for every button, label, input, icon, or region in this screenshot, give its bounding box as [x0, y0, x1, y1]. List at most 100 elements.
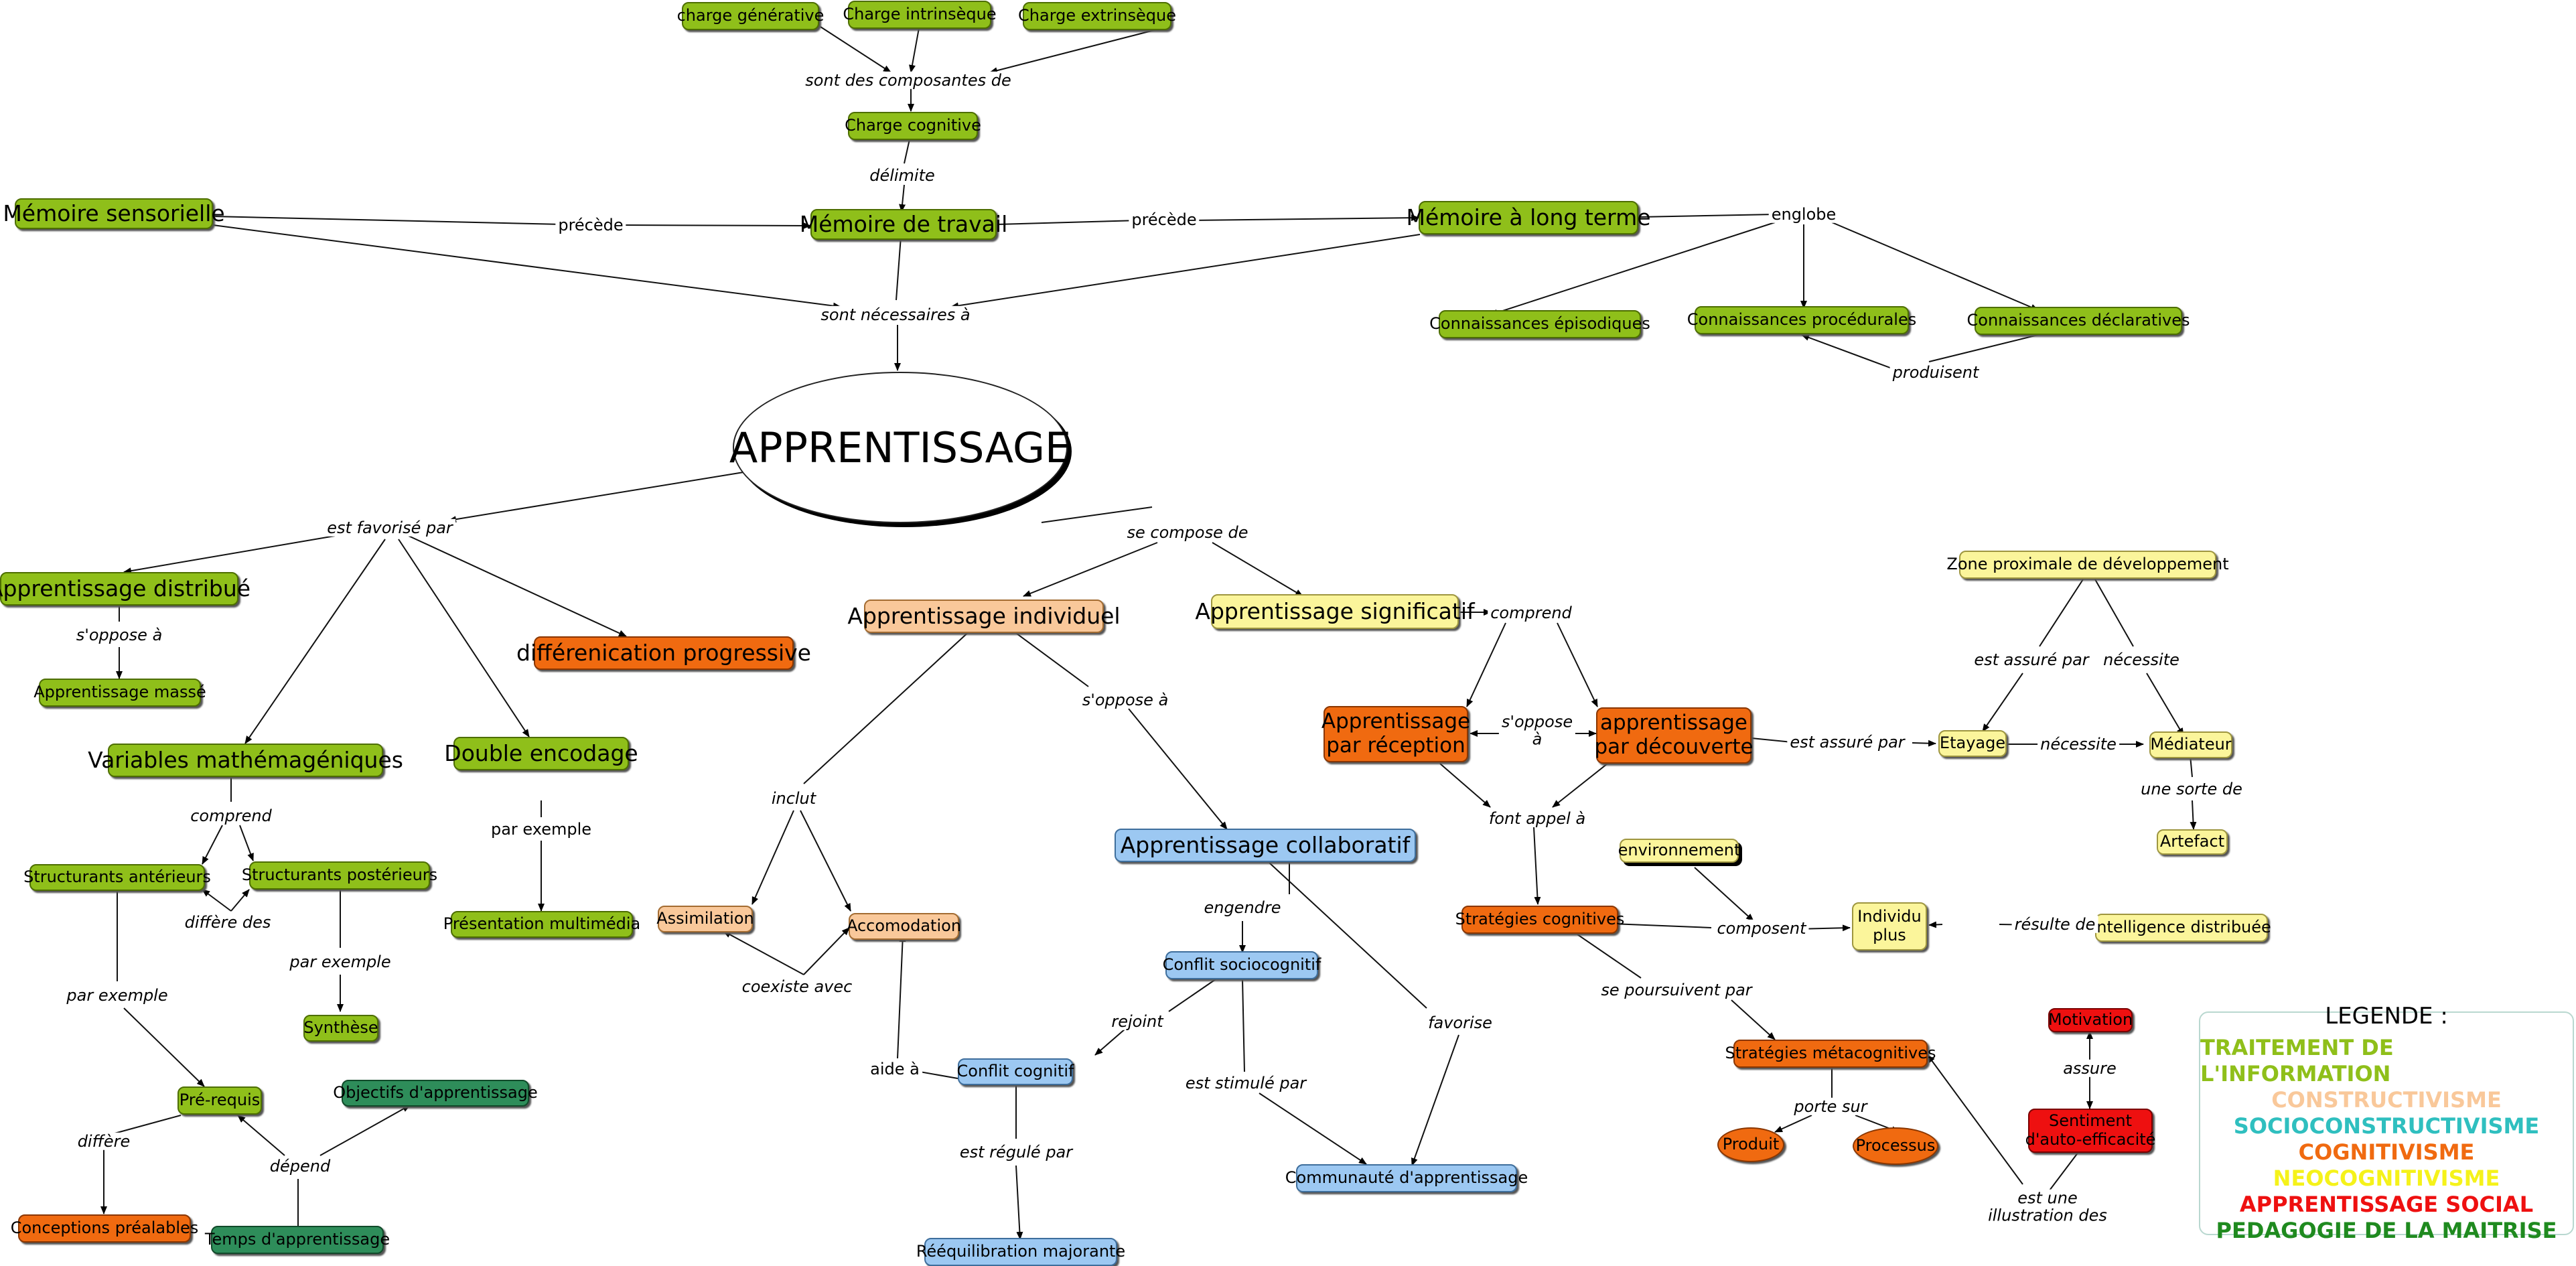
node-memoire-long-terme[interactable]: Mémoire à long terme [1407, 201, 1651, 234]
edge [244, 539, 386, 744]
node-apprentissage-individuel[interactable]: Apprentissage individuel [847, 600, 1121, 633]
node-charge-extrinseque[interactable]: Charge extrinsèque [1018, 2, 1176, 30]
node-apprentissage-significatif[interactable]: Apprentissage significatif [1195, 594, 1475, 629]
node-presentation-multimedia[interactable]: Présentation multimédia [443, 911, 640, 938]
node-variables-mathemageniques[interactable]: Variables mathémagéniques [88, 744, 403, 777]
node-differenciation-progressive[interactable]: différenication progressive [516, 636, 811, 670]
node-apprentissage-distribue[interactable]: Apprentissage distribué [0, 572, 251, 606]
node-charge-cognitive[interactable]: Charge cognitive [845, 112, 981, 140]
node-apprentissage[interactable]: APPRENTISSAGE [729, 372, 1071, 523]
edge [1466, 622, 1506, 707]
node-charge-generative[interactable]: charge générative [677, 2, 824, 30]
edge [2190, 800, 2197, 830]
node-etayage[interactable]: Etayage [1938, 730, 2007, 757]
link-label: délimite [867, 166, 938, 184]
edge [2039, 579, 2084, 647]
edge [803, 629, 972, 784]
edge [212, 224, 841, 309]
node-apprentissage-decouverte[interactable]: apprentissage par découverte [1594, 707, 1754, 764]
node-apprentissage-masse[interactable]: Apprentissage massé [33, 679, 206, 707]
edge [1694, 867, 1754, 922]
node-objectifs-apprentissage[interactable]: Objectifs d'apprentissage [333, 1080, 538, 1107]
edge [408, 535, 627, 637]
node-conflit-cognitif[interactable]: Conflit cognitif [957, 1058, 1074, 1085]
edge [803, 927, 850, 975]
link-label: se compose de [1124, 523, 1251, 541]
edge [1011, 629, 1089, 687]
node-temps-apprentissage[interactable]: Temps d'apprentissage [205, 1226, 390, 1254]
link-label: résulte de [2011, 915, 2098, 933]
edge [202, 825, 223, 865]
link-label: comprend [1488, 604, 1575, 622]
edge [1831, 222, 2039, 311]
link-label: composent [1714, 919, 1809, 937]
node-apprentissage-reception[interactable]: Apprentissage par réception [1321, 706, 1470, 762]
node-mediateur[interactable]: Médiateur [2149, 731, 2232, 758]
edge [996, 220, 1139, 225]
edge [723, 930, 804, 975]
link-label: par exemple [488, 820, 595, 838]
node-structurants-posterieurs[interactable]: Structurants postérieurs [242, 861, 437, 890]
legend-item: SOCIOCONSTRUCTIVISME [2233, 1113, 2540, 1139]
link-label: est une illustration des [1985, 1189, 2110, 1225]
node-strategies-metacognitives[interactable]: Stratégies métacognitives [1725, 1040, 1936, 1068]
node-assimilation[interactable]: Assimilation [656, 906, 754, 932]
node-reequilibration-majorante[interactable]: Rééquilibration majorante [916, 1238, 1125, 1266]
node-motivation[interactable]: Motivation [2048, 1008, 2133, 1032]
node-conflit-sociocognitif[interactable]: Conflit sociocognitif [1163, 951, 1321, 979]
link-label: diffère [74, 1132, 133, 1150]
node-connaissances-declaratives[interactable]: Connaissances déclaratives [1967, 307, 2190, 335]
edge [1801, 334, 1896, 370]
legend-item: APPRENTISSAGE SOCIAL [2239, 1192, 2534, 1217]
edge [1577, 934, 1642, 979]
node-apprentissage-collaboratif[interactable]: Apprentissage collaboratif [1115, 829, 1416, 862]
edge [1533, 827, 1541, 905]
link-label: est assuré par [1787, 733, 1908, 751]
node-structurants-anterieurs[interactable]: Structurants antérieurs [23, 864, 211, 891]
edge [1731, 999, 1776, 1040]
node-memoire-sensorielle[interactable]: Mémoire sensorielle [3, 198, 225, 229]
edge [752, 810, 794, 905]
edge [1168, 979, 1216, 1012]
node-memoire-travail[interactable]: Mémoire de travail [800, 209, 1007, 240]
link-label: favorise [1425, 1013, 1495, 1032]
node-individu-plus[interactable]: Individu plus [1852, 902, 1927, 951]
node-connaissances-procedurales[interactable]: Connaissances procédurales [1687, 306, 1916, 334]
edge [319, 1105, 411, 1156]
edge [1212, 542, 1303, 597]
link-label: s'oppose à [1498, 713, 1576, 749]
node-accomodation[interactable]: Accomodation [847, 913, 961, 940]
node-connaissances-episodiques[interactable]: Connaissances épisodiques [1429, 310, 1650, 338]
edge [1128, 708, 1228, 830]
edge [123, 1007, 205, 1087]
edge [2146, 673, 2184, 736]
edge [1928, 921, 1943, 928]
node-charge-intrinseque[interactable]: Charge intrinsèque [843, 1, 997, 29]
node-strategies-cognitives[interactable]: Stratégies cognitives [1455, 906, 1624, 934]
edge [448, 472, 744, 523]
node-sentiment-auto-efficacite[interactable]: Sentiment d'auto-efficacité [2025, 1109, 2155, 1153]
node-synthese[interactable]: Synthèse [303, 1015, 378, 1042]
edge [950, 234, 1421, 309]
legend-item: PEDAGOGIE DE LA MAITRISE [2216, 1218, 2557, 1243]
node-communaute-apprentissage[interactable]: Communauté d'apprentissage [1285, 1164, 1528, 1192]
node-artefact[interactable]: Artefact [2157, 829, 2228, 855]
node-double-encodage[interactable]: Double encodage [444, 737, 638, 770]
edge [1774, 1115, 1812, 1133]
edge [1490, 222, 1776, 316]
link-label: est régulé par [956, 1143, 1076, 1161]
node-conceptions-prealables[interactable]: Conceptions préalables [11, 1214, 198, 1243]
node-pre-requis[interactable]: Pré-requis [177, 1086, 262, 1115]
node-processus[interactable]: Processus [1853, 1127, 1938, 1165]
node-intelligence-distribuee[interactable]: Intelligence distribuée [2092, 914, 2271, 942]
link-label: diffère des [182, 913, 274, 931]
edge [237, 1115, 285, 1156]
link-label: par exemple [287, 953, 394, 971]
edge [1439, 763, 1491, 808]
edge [1269, 862, 1427, 1009]
node-environnement[interactable]: environnement [1618, 839, 1740, 863]
edge [1094, 1028, 1126, 1056]
node-produit[interactable]: Produit [1717, 1127, 1784, 1162]
node-zone-proximale[interactable]: Zone proximale de développement [1946, 551, 2229, 579]
